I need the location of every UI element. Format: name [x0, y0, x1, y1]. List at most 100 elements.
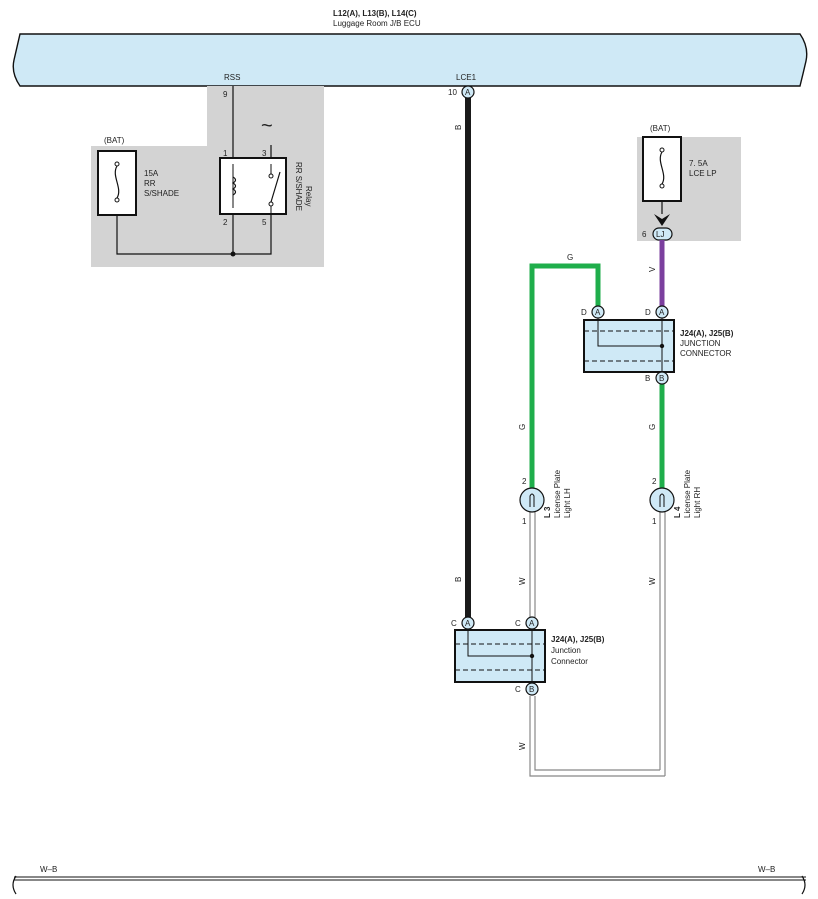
wire-white-right [659, 512, 666, 776]
ecu-bus-bar [12, 33, 808, 87]
license-plate-light-rh: 2 1 L 4 License Plate Light RH [649, 469, 702, 526]
junction-top-pin-bottom [655, 371, 669, 385]
fuse-left-line2: S/SHADE [144, 189, 179, 198]
junction-bottom-prefix-bottom: C [515, 685, 521, 694]
junction-bottom-pin-bottom [525, 682, 539, 696]
fuse-lce-lp: (BAT) 7. 5A LCE LP LJ 6 [642, 124, 717, 241]
terminal-rss-pin: 9 [223, 90, 228, 99]
lamp-rh-line2: Light RH [693, 487, 702, 518]
junction-connector-bottom: A C A C B C J24(A), J25(B) Junction Conn… [451, 616, 605, 696]
junction-connector-top: A D A D B B J24(A), J25(B) JUNCTION CONN… [581, 305, 734, 385]
fuse-left-line1: RR [144, 179, 156, 188]
ecu-title: L12(A), L13(B), L14(C) [333, 9, 417, 18]
junction-bottom-dot [529, 653, 535, 659]
ground-bus-right-cap [801, 875, 806, 895]
relay-pin-1: 1 [223, 149, 228, 158]
wire-label-g-top: G [567, 253, 573, 262]
junction-top-pin-left [591, 305, 605, 319]
left-shaded-area [91, 86, 324, 267]
junction-bottom-letter-right: A [529, 619, 535, 628]
fuse-right-terminal-bottom [659, 183, 665, 189]
relay-tilde: ~ [261, 115, 273, 137]
fuse-left-terminal-bottom [114, 197, 120, 203]
junction-bottom-letter-bottom: B [529, 685, 534, 694]
luggage-room-jb-ecu: L12(A), L13(B), L14(C) Luggage Room J/B … [12, 9, 808, 87]
relay-pin-2: 2 [223, 218, 228, 227]
fuse-left-rating: 15A [144, 169, 159, 178]
fuse-left-source: (BAT) [104, 136, 125, 145]
wire-white-left [529, 512, 536, 617]
junction-top-prefix-left: D [581, 308, 587, 317]
ground-label-right: W–B [758, 865, 775, 874]
junction-bottom-title: J24(A), J25(B) [551, 635, 605, 644]
wire-label-v: V [648, 266, 657, 272]
junction-top-bridge [597, 318, 662, 347]
lamp-rh-line1: License Plate [683, 469, 692, 518]
ground-bus: W–B W–B [12, 865, 806, 895]
junction-top-pin-right [655, 305, 669, 319]
wire-white-bottom [529, 696, 665, 777]
ground-bus-top-line [12, 875, 17, 895]
lamp-lh-pin-top: 2 [522, 477, 527, 486]
lamp-rh-filament [659, 493, 665, 507]
ground-label-left: W–B [40, 865, 57, 874]
lamp-rh-bulb-icon [649, 487, 675, 513]
connector-lce1-letter: A [465, 88, 471, 97]
lamp-lh-line1: License Plate [553, 469, 562, 518]
relay-box [219, 157, 287, 215]
junction-dot-left [230, 251, 236, 257]
junction-bottom-pin-right [525, 616, 539, 630]
relay-switch-contact-bottom [268, 201, 274, 207]
lamp-lh-line2: Light LH [563, 488, 572, 518]
wire-label-g-right: G [648, 424, 657, 430]
junction-top-dot [659, 343, 665, 349]
junction-top-letter-left: A [595, 308, 601, 317]
fuse-right-terminal-top [659, 147, 665, 153]
junction-bottom-prefix-left: C [451, 619, 457, 628]
lamp-lh-id: L 3 [543, 506, 552, 518]
relay-pin-3: 3 [262, 149, 267, 158]
junction-top-letter-right: A [659, 308, 665, 317]
fuse-left-terminal-top [114, 161, 120, 167]
wire-label-w-left: W [518, 577, 527, 585]
junction-bottom-prefix-right: C [515, 619, 521, 628]
junction-top-prefix-right: D [645, 308, 651, 317]
connector-lj-label: LJ [656, 230, 664, 239]
ecu-subtitle: Luggage Room J/B ECU [333, 19, 421, 28]
relay-name-2: Relay [304, 186, 313, 206]
fuse-right-element [659, 151, 665, 185]
lamp-lh-filament [529, 493, 535, 507]
license-plate-light-lh: 2 1 L 3 License Plate Light LH [519, 469, 572, 526]
lamp-lh-bulb-icon [519, 487, 545, 513]
fuse-left-element [114, 165, 120, 199]
relay-switch-contact-top [268, 173, 274, 179]
fuse-right-source: (BAT) [650, 124, 671, 133]
wire-fuse-relay-join [116, 214, 272, 255]
junction-top-line2: CONNECTOR [680, 349, 732, 358]
wire-label-w-bottom: W [518, 742, 527, 750]
wire-green-top [529, 263, 601, 488]
junction-top-prefix-bottom: B [645, 374, 650, 383]
relay-rr-shade: 9 ~ 1 3 2 5 RR S/SHADE Relay [219, 86, 313, 227]
fuse-rr-shade: (BAT) 15A RR S/SHADE [97, 136, 179, 216]
lamp-rh-pin-top: 2 [652, 477, 657, 486]
connector-arrow-icon [654, 214, 670, 226]
fuse-right-name: LCE LP [689, 169, 717, 178]
relay-switch-icon [270, 171, 281, 203]
connector-lce1-pin: 10 [448, 88, 457, 97]
wire-label-b-top: B [454, 125, 463, 130]
wire-label-b-bottom: B [454, 577, 463, 582]
junction-bottom-letter-left: A [465, 619, 471, 628]
relay-pin-5: 5 [262, 218, 267, 227]
relay-name-line2: Relay [304, 186, 313, 206]
lamp-rh-id: L 4 [673, 506, 682, 518]
junction-top-line1: JUNCTION [680, 339, 721, 348]
junction-bottom-bridge [467, 628, 532, 657]
wire-label-w-right: W [648, 577, 657, 585]
junction-bottom-line1: Junction [551, 646, 581, 655]
junction-bottom-line2: Connector [551, 657, 588, 666]
terminal-lce1-label: LCE1 [456, 73, 477, 82]
relay-name-line1: RR S/SHADE [294, 162, 303, 211]
junction-top-title: J24(A), J25(B) [680, 329, 734, 338]
